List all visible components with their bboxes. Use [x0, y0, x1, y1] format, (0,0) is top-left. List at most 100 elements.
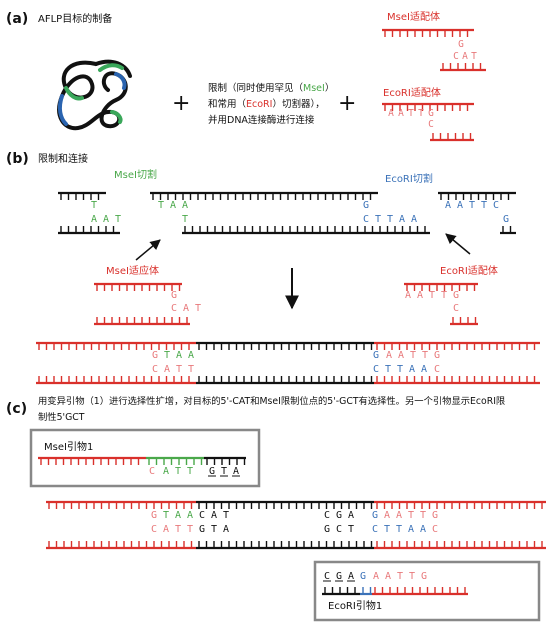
product-top-base-9: A [348, 510, 354, 521]
section-a-label: (a) [6, 11, 28, 27]
msei-primer-black-base-2: A [233, 466, 239, 477]
ecori-primer-black-base-2: A [348, 571, 354, 582]
ecori-primer-pink-base-2: T [397, 571, 403, 582]
section-c: (c) 用变异引物（1）进行选择性扩增，对目标的5'-CAT和MseI限制位点的… [6, 395, 546, 622]
msei-adapter-title: MseI适配体 [387, 11, 440, 23]
msei-primer-box [29, 428, 261, 488]
lig-tr-pink-base-4: G [434, 350, 440, 361]
product-top-base-4: C [199, 510, 205, 521]
ecori-adapter-b-bottom-base-0: C [453, 303, 459, 314]
product-bottom-left-strand [46, 541, 196, 550]
ecori-overhang-bottom-base-1: T [375, 214, 381, 225]
msei-adapter-base-0: G [458, 39, 464, 50]
product-bottom-middle-strand [196, 541, 374, 550]
lig-tr-pink-base-3: T [422, 350, 428, 361]
lig-tr-blue-base-0: G [373, 350, 379, 361]
msei-adapter-b-bottom-base-2: T [195, 303, 201, 314]
product-top-base-7: C [324, 510, 330, 521]
msei-overhang-top-base-2: A [182, 200, 188, 211]
msei-adapter-b-bottom-base-1: A [183, 303, 189, 314]
section-b-label: (b) [6, 151, 29, 167]
ecori-overhang-top-base-0: G [363, 200, 369, 211]
lig-tl-green-base-0: T [164, 350, 170, 361]
msei-adapter-b-top-strand [94, 282, 182, 291]
product-top-base-10: G [372, 510, 378, 521]
product-bottom-base-10: C [372, 524, 378, 535]
section-c-text-line1: 用变异引物（1）进行选择性扩增，对目标的5'-CAT和MseI限制位点的5'-G… [38, 395, 505, 407]
lig-tl-green-base-1: A [176, 350, 182, 361]
ecori-adapter-title: EcoRI适配体 [383, 87, 441, 99]
lig-tr-pink-base-1: A [398, 350, 404, 361]
lig-bl-pink-base-0: C [152, 364, 158, 375]
msei-adapter-b-bottom-base-0: C [171, 303, 177, 314]
ligated-bottom-left-strand [36, 376, 196, 385]
lig-br-blue-base-1: T [385, 364, 391, 375]
msei-adapter-bottom-strand [440, 63, 486, 72]
product-bottom-base-8: C [336, 524, 342, 535]
ecori-primer-black-base-1: G [336, 571, 342, 582]
ecori-primer-pink-base-4: G [421, 571, 427, 582]
ecori-adapter-label-b: EcoRI适配体 [440, 265, 498, 277]
ligated-top-left-strand [36, 341, 196, 350]
product-top-base-12: A [396, 510, 402, 521]
msei-adapter-b-bottom-strand [94, 317, 190, 326]
product-bottom-base-7: G [324, 524, 330, 535]
right-top-base-1: A [457, 200, 463, 211]
ecori-primer-box [313, 560, 541, 622]
msei-primer-green-base-2: T [187, 466, 193, 477]
product-top-base-0: G [151, 510, 157, 521]
product-bottom-base-14: A [420, 524, 426, 535]
left-top-base-0: T [91, 200, 97, 211]
section-a: (a) AFLP目标的制备 + 限制（同时使用罕见（MseI） 和常用（EcoR… [6, 11, 486, 142]
product-top-base-15: G [432, 510, 438, 521]
right-top-base-0: A [445, 200, 451, 211]
msei-adapter-b-top-base-0: G [171, 290, 177, 301]
ecori-primer-pink-base-1: A [385, 571, 391, 582]
ecori-overhang-bottom-base-4: A [411, 214, 417, 225]
section-c-text-line2: 制性5'GCT [38, 411, 85, 423]
msei-primer-green-strand [146, 456, 204, 465]
msei-adapter-base-3: T [471, 51, 477, 62]
product-top-base-8: G [336, 510, 342, 521]
ecori-adapter-b-top-base-0: A [405, 290, 411, 301]
product-top-base-1: T [163, 510, 169, 521]
ecori-adapter-bottom-strand [430, 133, 474, 142]
ecori-primer-red-strand [372, 587, 468, 596]
product-top-base-14: T [420, 510, 426, 521]
ecori-primer-blue-base-0: G [360, 571, 366, 582]
lig-tr-pink-base-2: T [410, 350, 416, 361]
ecori-overhang-bottom-base-2: T [387, 214, 393, 225]
msei-cut-label: MseI切割 [114, 168, 157, 181]
lig-bl-pink-base-1: A [164, 364, 170, 375]
product-bottom-base-6: A [223, 524, 229, 535]
ecori-primer-black-base-0: C [324, 571, 330, 582]
lig-bl-pink-base-3: T [188, 364, 194, 375]
product-bottom-base-11: T [384, 524, 390, 535]
middle-fragment-bottom-strand [182, 226, 430, 235]
genomic-dna-icon [57, 59, 132, 131]
lig-tl-green-base-2: A [188, 350, 194, 361]
middle-fragment-top-strand [150, 191, 378, 200]
right-top-base-2: T [469, 200, 475, 211]
ecori-adapter-base-5: C [428, 119, 434, 130]
product-top-right-strand [374, 500, 546, 509]
ecori-primer-pink-base-3: T [409, 571, 415, 582]
ecori-adapter-base-1: A [398, 108, 404, 119]
msei-adapter-top-strand [382, 28, 474, 37]
lig-tl-pink-base-0: G [152, 350, 158, 361]
ecori-adapter-b-top-base-3: T [441, 290, 447, 301]
product-bottom-base-3: T [187, 524, 193, 535]
product-top-base-6: T [223, 510, 229, 521]
msei-primer-black-strand [204, 456, 246, 465]
ligated-bottom-middle-strand [196, 376, 374, 385]
right-fragment-top-strand [438, 191, 516, 200]
product-top-base-11: A [384, 510, 390, 521]
ecori-adapter-b-top-base-2: T [429, 290, 435, 301]
ecori-adapter-b-top-base-1: A [417, 290, 423, 301]
product-bottom-base-5: T [211, 524, 217, 535]
